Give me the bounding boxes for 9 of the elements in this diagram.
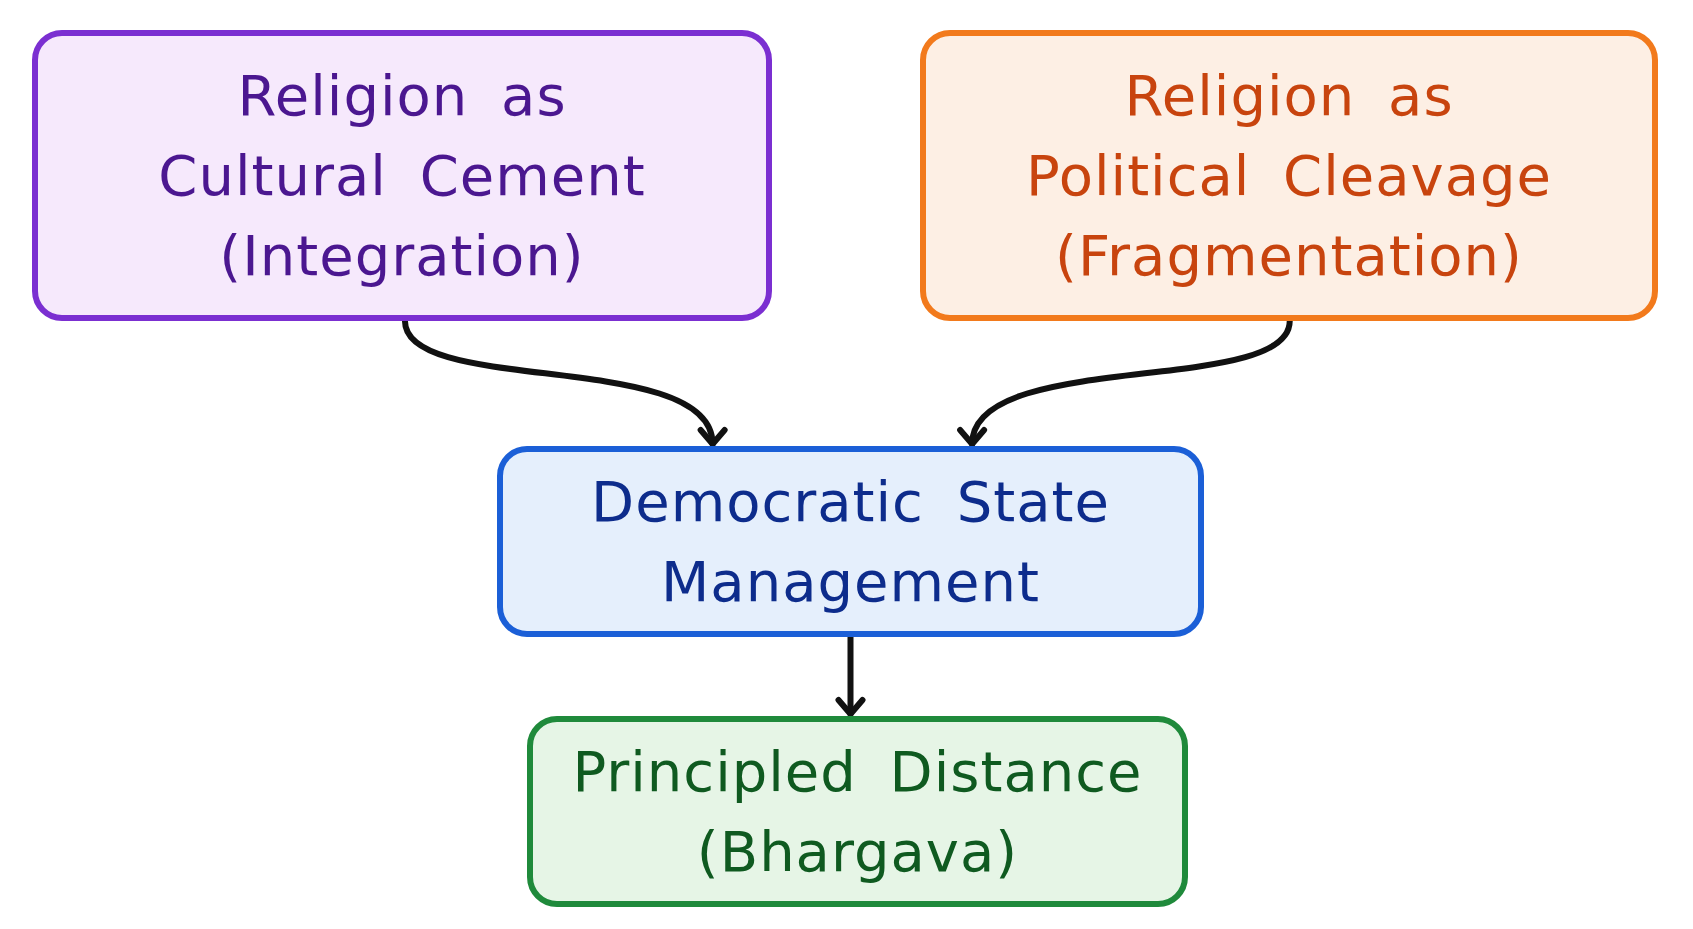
process-box [920,30,1658,321]
process-box [527,716,1188,907]
node-label: Principled Distance (Bhargava) [571,737,1144,886]
arrow [835,634,866,717]
node-label: Religion as Cultural Cement (Integration) [157,61,647,290]
process-box [32,30,772,321]
node-label: Democratic State Management [590,467,1111,616]
process-box [497,446,1204,637]
node-label: Religion as Political Cleavage (Fragmentation) [1025,61,1553,290]
